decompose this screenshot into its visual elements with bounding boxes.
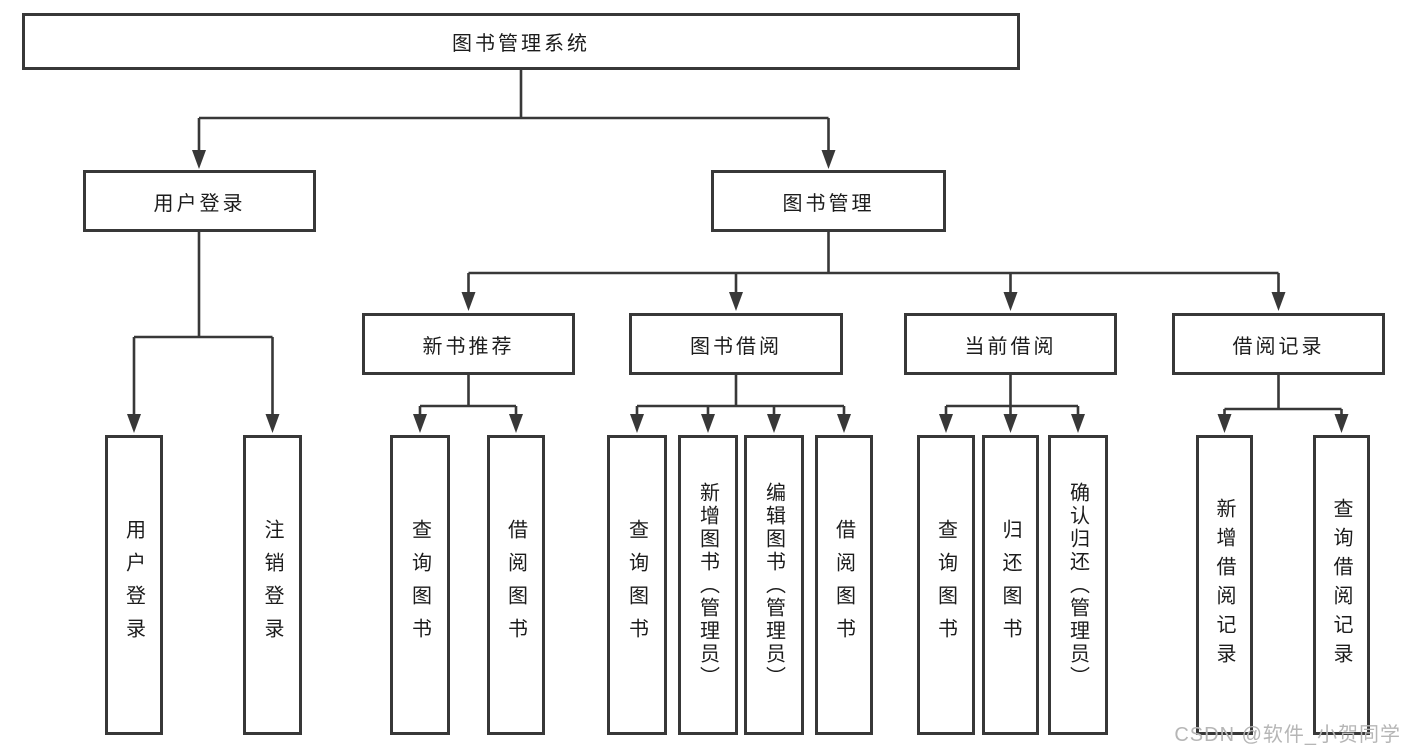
leaf-query-borrow-record: 查询借阅记录 <box>1313 435 1370 735</box>
node-new-book-recommend: 新书推荐 <box>362 313 575 375</box>
leaf-edit-book-admin: 编辑图书（管理员） <box>744 435 804 735</box>
leaf-query-books-1: 查询图书 <box>390 435 450 735</box>
leaf-borrow-book-2: 借阅图书 <box>815 435 873 735</box>
leaf-confirm-return-admin: 确认归还（管理员） <box>1048 435 1108 735</box>
leaf-borrow-book-1: 借阅图书 <box>487 435 545 735</box>
leaf-user-login: 用户登录 <box>105 435 163 735</box>
leaf-logout: 注销登录 <box>243 435 302 735</box>
csdn-watermark: CSDN @软件_小贺同学 <box>1174 724 1401 746</box>
leaf-query-books-2: 查询图书 <box>607 435 667 735</box>
node-borrow-records: 借阅记录 <box>1172 313 1385 375</box>
node-root-library-system: 图书管理系统 <box>22 13 1020 70</box>
leaf-return-book: 归还图书 <box>982 435 1039 735</box>
leaf-add-book-admin: 新增图书（管理员） <box>678 435 738 735</box>
node-book-borrow: 图书借阅 <box>629 313 843 375</box>
leaf-add-borrow-record: 新增借阅记录 <box>1196 435 1253 735</box>
node-book-management-branch: 图书管理 <box>711 170 946 232</box>
node-current-borrow: 当前借阅 <box>904 313 1117 375</box>
node-user-login-branch: 用户登录 <box>83 170 316 232</box>
leaf-query-books-3: 查询图书 <box>917 435 975 735</box>
